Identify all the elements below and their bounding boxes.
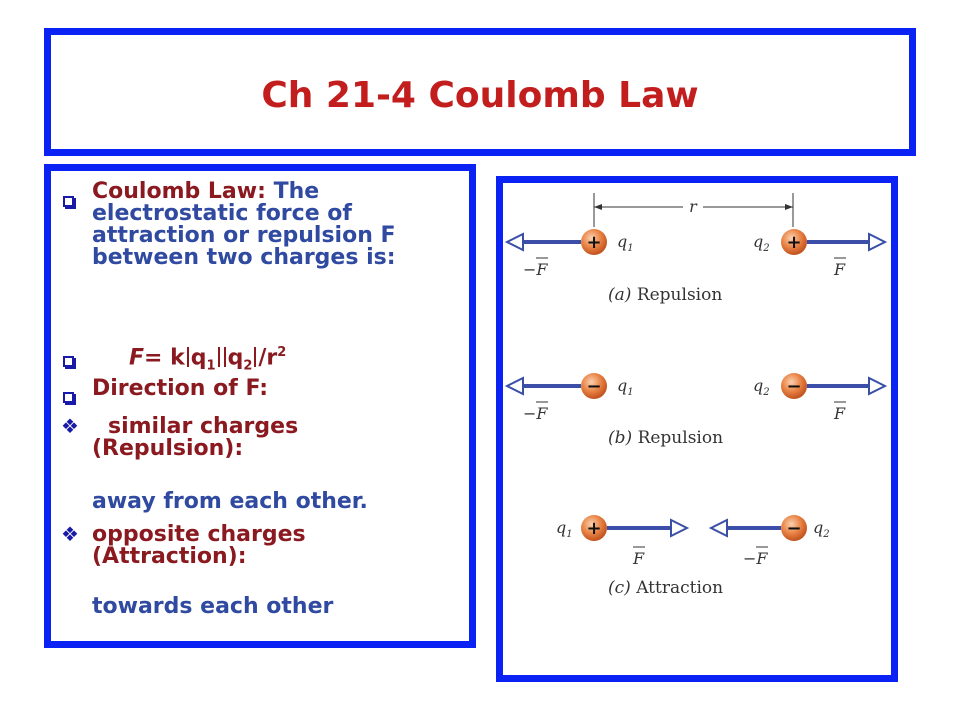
diamond-bullet-icon: ❖ <box>61 414 79 438</box>
square-bullet-icon <box>63 189 74 211</box>
svg-text:−: − <box>786 376 801 397</box>
svg-text:(b) Repulsion: (b) Repulsion <box>608 428 723 448</box>
svg-text:q1: q1 <box>617 376 634 398</box>
negative-charge-icon <box>781 373 807 399</box>
square-bullet-icon <box>63 385 74 407</box>
opposite-charges-detail: towards each other <box>92 594 334 619</box>
svg-text:+: + <box>786 232 801 253</box>
positive-charge-icon <box>781 229 807 255</box>
similar-charges-label: similar charges (Repulsion): <box>92 414 299 461</box>
abs-bar <box>217 347 220 368</box>
negative-charge-icon <box>781 515 807 541</box>
opposite-charges-item: opposite charges (Attraction): <box>92 522 306 569</box>
slide-title: Ch 21-4 Coulomb Law <box>261 75 699 116</box>
formula-q1-subscript: 1 <box>206 358 216 374</box>
text-frame: Coulomb Law: The electrostatic force of … <box>44 164 476 648</box>
direction-heading: Direction of F: <box>92 376 269 401</box>
coulomb-law-definition: Coulomb Law: The electrostatic force of … <box>92 181 467 269</box>
formula-q2-subscript: 2 <box>243 358 253 374</box>
formula-force-symbol: F <box>129 345 145 371</box>
formula-divisor: /r <box>258 345 278 371</box>
scenario-a-repulsion: + + q1 q2 −F F (a) Repulsion <box>504 229 888 305</box>
svg-text:−F: −F <box>523 404 548 423</box>
svg-text:−: − <box>786 518 801 539</box>
distance-label: r <box>689 197 698 216</box>
figure-frame: r + + q1 q2 −F F (a) Repulsion <box>496 176 898 682</box>
svg-text:q2: q2 <box>753 232 770 254</box>
svg-text:+: + <box>586 232 601 253</box>
coulomb-law-description: The electrostatic force of attraction or… <box>92 179 396 270</box>
svg-text:F: F <box>833 404 846 423</box>
similar-charges-item: similar charges (Repulsion): <box>92 416 422 460</box>
positive-charge-icon <box>581 515 607 541</box>
similar-charges-detail: away from each other. <box>92 489 368 514</box>
svg-text:(a) Repulsion: (a) Repulsion <box>608 285 722 305</box>
svg-text:F: F <box>632 549 645 568</box>
title-frame: Ch 21-4 Coulomb Law <box>44 28 916 156</box>
formula-constant: = k <box>144 345 185 371</box>
formula-exponent: 2 <box>277 345 287 360</box>
coulomb-law-label: Coulomb Law: <box>92 179 266 204</box>
abs-bar <box>223 347 226 368</box>
diamond-bullet-icon: ❖ <box>61 522 79 546</box>
scenario-c-attraction: + − q1 q2 F −F (c) Attraction <box>556 515 830 598</box>
svg-text:−: − <box>586 376 601 397</box>
square-bullet-icon <box>63 349 74 371</box>
svg-text:q2: q2 <box>813 518 830 540</box>
svg-text:F: F <box>833 260 846 279</box>
svg-text:q1: q1 <box>556 518 573 540</box>
distance-marker: r <box>593 193 794 227</box>
abs-bar <box>254 347 257 368</box>
abs-bar <box>186 347 189 368</box>
svg-text:−F: −F <box>743 549 768 568</box>
positive-charge-icon <box>581 229 607 255</box>
svg-text:q1: q1 <box>617 232 634 254</box>
formula-q2: q <box>227 345 244 371</box>
coulomb-force-diagram: r + + q1 q2 −F F (a) Repulsion <box>504 193 888 598</box>
svg-text:(c) Attraction: (c) Attraction <box>608 578 723 598</box>
svg-text:−F: −F <box>523 260 548 279</box>
formula-q1: q <box>190 345 207 371</box>
negative-charge-icon <box>581 373 607 399</box>
svg-text:q2: q2 <box>753 376 770 398</box>
svg-text:+: + <box>586 518 601 539</box>
scenario-b-repulsion: − − q1 q2 −F F (b) Repulsion <box>504 373 888 448</box>
